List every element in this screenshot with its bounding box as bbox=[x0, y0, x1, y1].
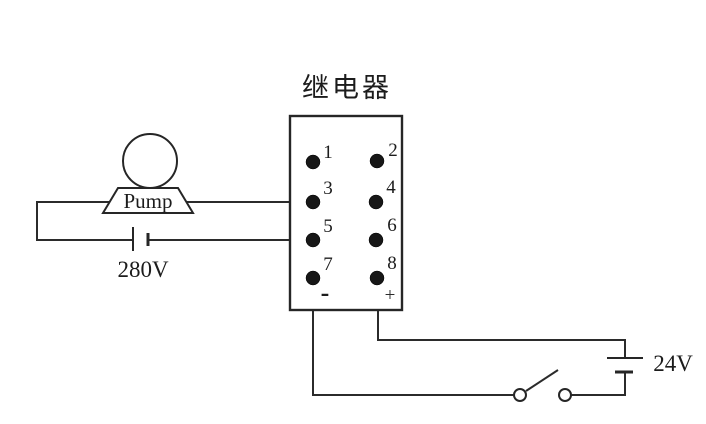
terminal-dot-8 bbox=[369, 270, 385, 286]
battery-24v-label: 24V bbox=[653, 351, 693, 376]
terminal-label-5: 5 bbox=[323, 216, 333, 237]
battery-24v: 24V bbox=[607, 351, 693, 376]
terminal-label-1: 1 bbox=[323, 142, 333, 163]
battery-280v-label: 280V bbox=[117, 257, 169, 282]
minus-sign: - bbox=[321, 278, 330, 307]
plus-sign: + bbox=[385, 285, 396, 306]
battery-280v: 280V bbox=[117, 227, 169, 282]
terminal-label-2: 2 bbox=[388, 140, 398, 161]
relay-title: 继电器 bbox=[302, 73, 392, 103]
terminal-label-4: 4 bbox=[386, 177, 396, 198]
switch-contact-right bbox=[558, 388, 572, 402]
terminal-dot-1 bbox=[305, 154, 321, 170]
terminal-label-6: 6 bbox=[387, 215, 397, 236]
terminal-dot-3 bbox=[305, 194, 321, 210]
switch-contact-left bbox=[513, 388, 527, 402]
terminal-dot-7 bbox=[305, 270, 321, 286]
pump: Pump bbox=[101, 133, 195, 214]
terminal-label-3: 3 bbox=[323, 178, 333, 199]
terminal-dot-4 bbox=[368, 194, 384, 210]
pump-circle bbox=[122, 133, 178, 189]
terminal-label-7: 7 bbox=[323, 254, 333, 275]
terminal-label-8: 8 bbox=[387, 253, 397, 274]
terminal-dot-5 bbox=[305, 232, 321, 248]
pump-base bbox=[101, 187, 195, 214]
terminal-dot-2 bbox=[369, 153, 385, 169]
wire-terminal8-to-24v bbox=[377, 278, 626, 358]
switch-lever bbox=[525, 369, 559, 392]
terminal-dot-6 bbox=[368, 232, 384, 248]
relay: 继电器 1 2 3 4 5 6 7 8 - + bbox=[288, 73, 404, 312]
pump-label: Pump bbox=[123, 189, 172, 213]
wire-switch-to-24v bbox=[571, 372, 626, 396]
wire-terminal7-to-switch bbox=[312, 278, 514, 396]
switch bbox=[513, 369, 572, 402]
